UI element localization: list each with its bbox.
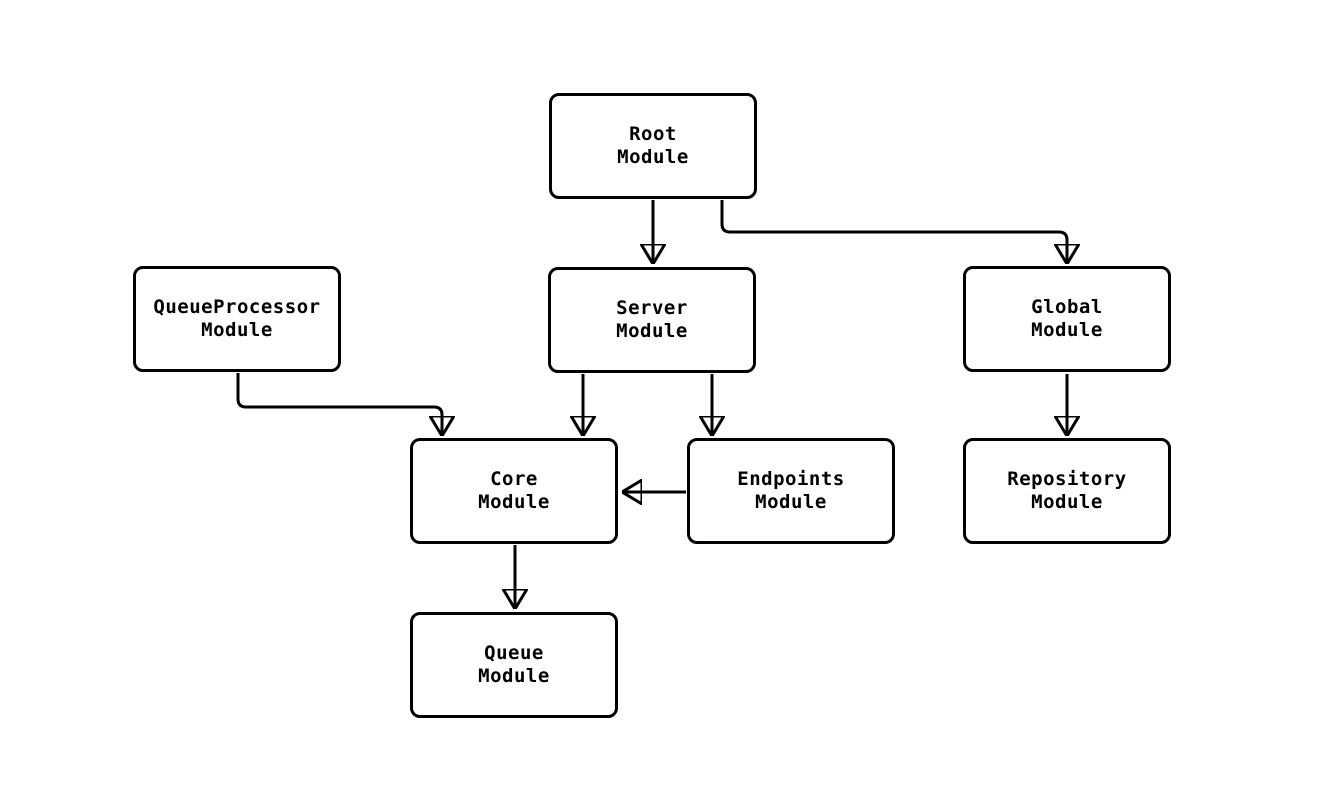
node-queueprocessor-module-suffix: Module <box>201 319 273 341</box>
node-queueprocessor-module: QueueProcessor Module <box>133 266 341 372</box>
node-queueprocessor-module-name: QueueProcessor <box>153 296 321 318</box>
node-root-module: Root Module <box>549 93 757 199</box>
node-repository-module-name: Repository <box>1007 468 1127 490</box>
node-core-module-name: Core <box>490 468 538 490</box>
node-queue-module: Queue Module <box>410 612 618 718</box>
node-root-module-name: Root <box>629 123 677 145</box>
node-repository-module: Repository Module <box>963 438 1171 544</box>
node-endpoints-module-name: Endpoints <box>737 468 845 490</box>
node-endpoints-module-suffix: Module <box>755 491 827 513</box>
node-endpoints-module: Endpoints Module <box>687 438 895 544</box>
node-server-module-suffix: Module <box>616 320 688 342</box>
node-repository-module-suffix: Module <box>1031 491 1103 513</box>
node-core-module-suffix: Module <box>478 491 550 513</box>
node-global-module-suffix: Module <box>1031 319 1103 341</box>
node-global-module-name: Global <box>1031 296 1103 318</box>
node-server-module: Server Module <box>548 267 756 373</box>
node-root-module-suffix: Module <box>617 146 689 168</box>
node-server-module-name: Server <box>616 297 688 319</box>
node-queue-module-suffix: Module <box>478 665 550 687</box>
node-core-module: Core Module <box>410 438 618 544</box>
node-global-module: Global Module <box>963 266 1171 372</box>
edge-root-to-global <box>720 200 1067 263</box>
node-queue-module-name: Queue <box>484 642 544 664</box>
edge-queueprocessor-to-core <box>236 373 442 435</box>
